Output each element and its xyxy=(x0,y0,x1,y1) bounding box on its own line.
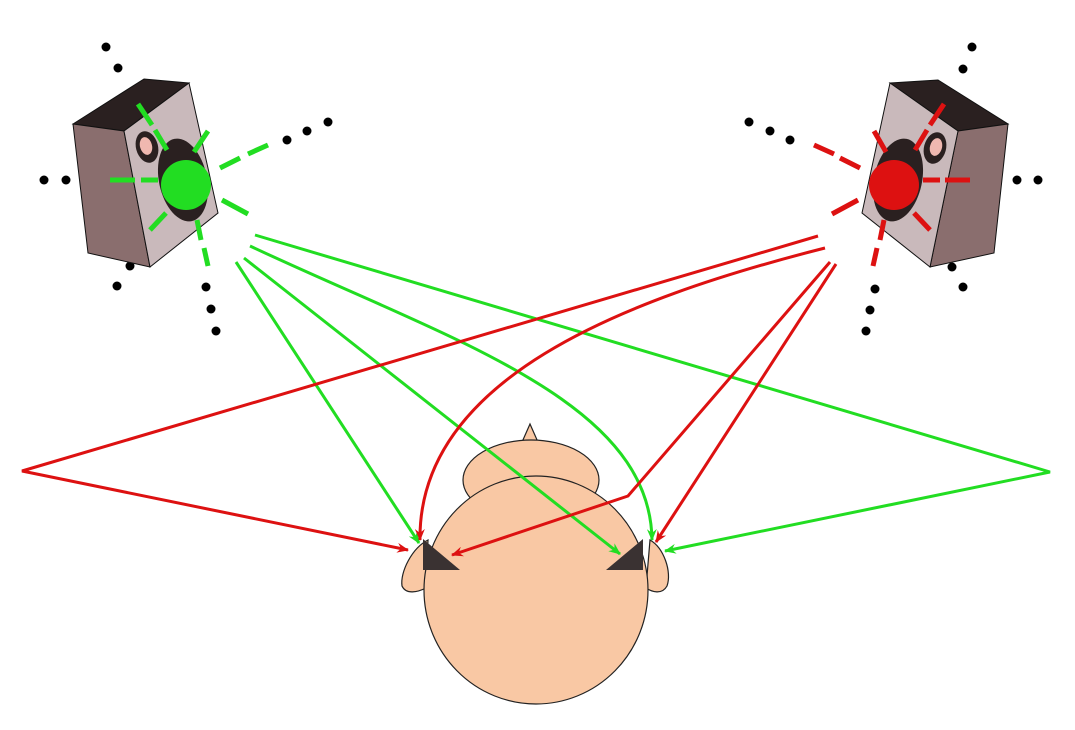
left-speaker-emission-dashes xyxy=(110,102,270,267)
left-channel-paths xyxy=(234,233,1051,556)
left-ear xyxy=(401,539,429,593)
left-speaker xyxy=(39,42,333,336)
right-ear xyxy=(645,539,670,593)
right-speaker xyxy=(744,42,1043,336)
listener-skull xyxy=(423,475,649,705)
right-speaker-sound-dots xyxy=(744,42,1043,336)
red-path-wall-reflection xyxy=(21,234,819,553)
right-speaker-red-indicator xyxy=(869,160,919,210)
left-speaker-green-indicator xyxy=(161,160,211,210)
red-path-across-to-left-eye xyxy=(451,261,832,557)
red-path-curve-to-left-ear xyxy=(414,246,826,541)
right-speaker-emission-dashes xyxy=(812,102,970,267)
green-path-curve-to-right-ear xyxy=(249,244,657,541)
left-eye-icon xyxy=(423,539,460,570)
green-path-wall-reflection xyxy=(254,233,1051,554)
green-path-direct-left-ear xyxy=(234,261,421,544)
green-path-across-to-right-eye xyxy=(243,256,621,556)
red-path-direct-right-ear xyxy=(654,263,838,543)
right-channel-paths xyxy=(21,234,838,557)
right-eye-icon xyxy=(606,539,643,570)
